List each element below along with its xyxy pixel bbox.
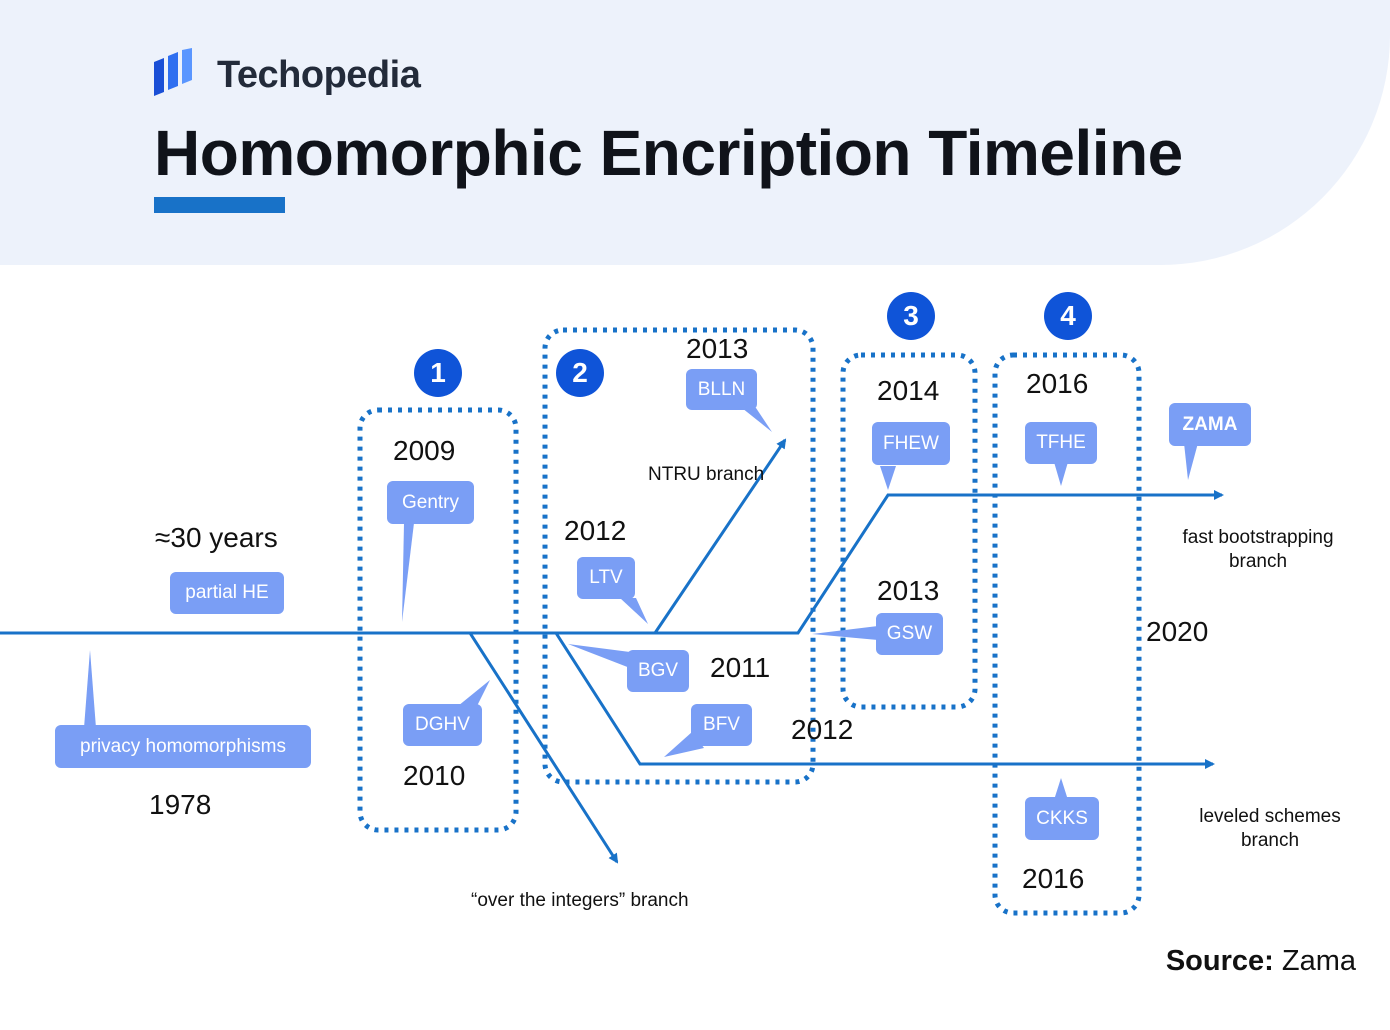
- source-label: Source:: [1165, 945, 1274, 977]
- group-number-3: 3: [887, 292, 935, 340]
- scheme-zama: ZAMA: [1169, 403, 1251, 446]
- integers-branch-line: [468, 632, 619, 864]
- title-underline: [154, 197, 285, 213]
- callout-tail-tfhe: [1054, 462, 1068, 486]
- brand-name: Techopedia: [217, 54, 421, 96]
- year-2010: 2010: [403, 760, 466, 791]
- scheme-bgv: BGV: [627, 650, 689, 692]
- scheme-bfv: BFV: [691, 704, 752, 746]
- callout-tail-bgv: [568, 644, 630, 668]
- callout-tail-privacy: [84, 650, 96, 728]
- year-2016-bottom: 2016: [1022, 863, 1085, 894]
- group-number-1: 1: [414, 349, 462, 397]
- group-box-1: [357, 407, 519, 833]
- scheme-tfhe: TFHE: [1025, 422, 1097, 464]
- techopedia-logo-icon: [154, 48, 192, 96]
- scheme-ckks: CKKS: [1025, 797, 1099, 840]
- scheme-gentry: Gentry: [387, 481, 474, 524]
- leveled-branch-line: [554, 632, 1215, 769]
- year-2012-ltv: 2012: [564, 515, 627, 546]
- scheme-gsw: GSW: [876, 613, 943, 655]
- branch-ntru-text: NTRU branch: [648, 464, 765, 485]
- year-2013-blln: 2013: [686, 333, 749, 364]
- branch-ntru-label: NTRU branch: [648, 463, 764, 487]
- year-approx: ≈30 years: [155, 522, 278, 553]
- callout-tail-ckks: [1054, 778, 1068, 800]
- group-box-3: [840, 352, 978, 710]
- scheme-ltv: LTV: [577, 557, 635, 599]
- source-value: Zama: [1281, 945, 1356, 977]
- source-credit: Source: Zama: [1166, 945, 1356, 978]
- year-2016-top: 2016: [1026, 368, 1089, 399]
- scheme-privacy-homomorphisms: privacy homomorphisms: [55, 725, 311, 768]
- year-2009: 2009: [393, 435, 456, 466]
- page-title: Homomorphic Encription Timeline: [154, 117, 1183, 189]
- year-2020: 2020: [1146, 616, 1209, 647]
- group-box-2: [542, 327, 816, 785]
- scheme-blln: BLLN: [686, 369, 757, 410]
- callout-tail-fhew: [880, 466, 896, 490]
- branch-integers-label: “over the integers” branch: [471, 890, 689, 911]
- year-1978: 1978: [149, 789, 212, 820]
- scheme-fhew: FHEW: [872, 422, 950, 465]
- group-box-4: [992, 352, 1142, 916]
- ntru-branch-line: [653, 438, 787, 634]
- year-2012-bfv: 2012: [791, 714, 854, 745]
- year-2014: 2014: [877, 375, 940, 406]
- callout-tail-ltv: [620, 598, 648, 624]
- year-2011: 2011: [710, 652, 771, 683]
- branch-leveled-text: leveled schemes branch: [1199, 806, 1341, 851]
- callout-tail-blln: [742, 408, 772, 432]
- scheme-partial-he: partial HE: [170, 572, 284, 614]
- group-number-2: 2: [556, 349, 604, 397]
- callout-tail-zama: [1184, 443, 1198, 480]
- branch-fast-label: fast bootstrapping branch: [1168, 526, 1348, 574]
- scheme-dghv: DGHV: [403, 704, 482, 746]
- header-background: [0, 0, 1390, 265]
- year-2013-gsw: 2013: [877, 575, 940, 606]
- branch-leveled-label: leveled schemes branch: [1186, 805, 1354, 853]
- callout-tail-gsw: [812, 626, 878, 640]
- callout-tail-gentry: [402, 523, 414, 622]
- main-timeline-line: [0, 490, 1224, 635]
- branch-fast-text: fast bootstrapping branch: [1182, 527, 1334, 572]
- group-number-4: 4: [1044, 292, 1092, 340]
